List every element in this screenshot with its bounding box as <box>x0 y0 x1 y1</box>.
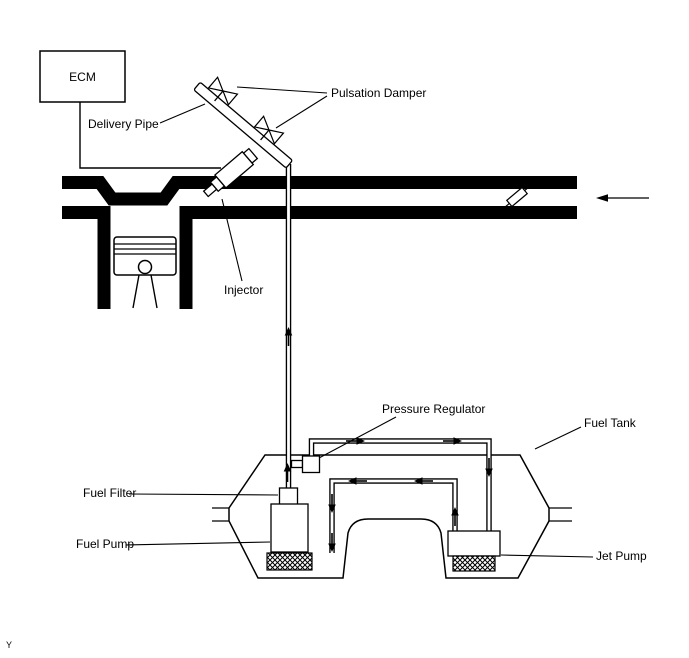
ecm-wire <box>79 102 221 169</box>
leader-fuel-tank <box>534 426 582 450</box>
footnote-mark: Y <box>6 640 12 650</box>
connecting-rod <box>132 274 158 309</box>
injector-label: Injector <box>224 283 263 297</box>
jet-pump-transfer-pipe <box>329 478 458 553</box>
delivery-pipe-body <box>193 82 293 168</box>
intake-inline-fitting <box>504 186 530 208</box>
pressure-regulator-group <box>290 455 321 474</box>
leader-pulsation-damper-2 <box>275 95 328 129</box>
jet-pump-strainer <box>452 555 496 572</box>
pressure-regulator-label: Pressure Regulator <box>382 402 485 416</box>
fuel-pump-label: Fuel Pump <box>76 537 134 551</box>
piston-body <box>113 236 177 276</box>
jet-pump-label: Jet Pump <box>596 549 647 563</box>
leader-fuel-pump <box>125 541 271 546</box>
leader-delivery-pipe <box>159 103 206 124</box>
injector-body-group <box>202 147 259 198</box>
ecm-label: ECM <box>69 70 96 84</box>
piston-pin <box>137 259 153 275</box>
tank-flange-lines <box>212 507 572 522</box>
ecm-group: ECM <box>39 50 221 169</box>
leader-pressure-regulator <box>318 416 397 459</box>
text-labels: Pulsation Damper Delivery Pipe Injector … <box>6 86 647 650</box>
delivery-pipe-label: Delivery Pipe <box>88 117 159 131</box>
fuel-filter-label: Fuel Filter <box>83 486 136 500</box>
pressure-regulator-body <box>301 455 321 474</box>
return-pipe <box>308 438 492 531</box>
delivery-pipe-assembly <box>193 76 293 198</box>
leader-injector <box>221 198 243 282</box>
injector-nozzle <box>202 183 218 198</box>
transfer-pipe-inner <box>330 479 457 553</box>
engine-intake-section <box>62 176 649 309</box>
return-pipe-inner <box>310 439 491 531</box>
leader-fuel-filter <box>128 493 279 496</box>
fitting-stem-right <box>524 186 530 192</box>
intake-arrow-head-icon <box>596 194 608 202</box>
piston <box>113 236 177 309</box>
intake-upper-wall <box>62 176 577 206</box>
intake-air-arrow <box>596 194 649 202</box>
fuel-pump-strainer <box>266 552 313 571</box>
fitting-stem-left <box>504 202 510 208</box>
jet-pump-body <box>447 530 501 557</box>
ecm-box <box>39 50 126 103</box>
leader-jet-pump <box>500 554 594 558</box>
fuel-tank-label: Fuel Tank <box>584 416 637 430</box>
leader-lines <box>125 86 594 558</box>
leader-pulsation-damper-1 <box>236 86 328 94</box>
fuel-pump-body <box>270 503 309 553</box>
fuel-pump-module <box>266 487 313 571</box>
intake-lower-wall-right <box>179 206 577 309</box>
regulator-stub <box>290 459 304 469</box>
jet-pump-group <box>447 530 501 572</box>
intake-lower-wall-left <box>62 206 111 309</box>
piston-rings <box>114 243 176 255</box>
fitting-body <box>505 186 529 208</box>
pulsation-damper-label: Pulsation Damper <box>331 86 426 100</box>
fuel-filter-body <box>278 487 299 506</box>
